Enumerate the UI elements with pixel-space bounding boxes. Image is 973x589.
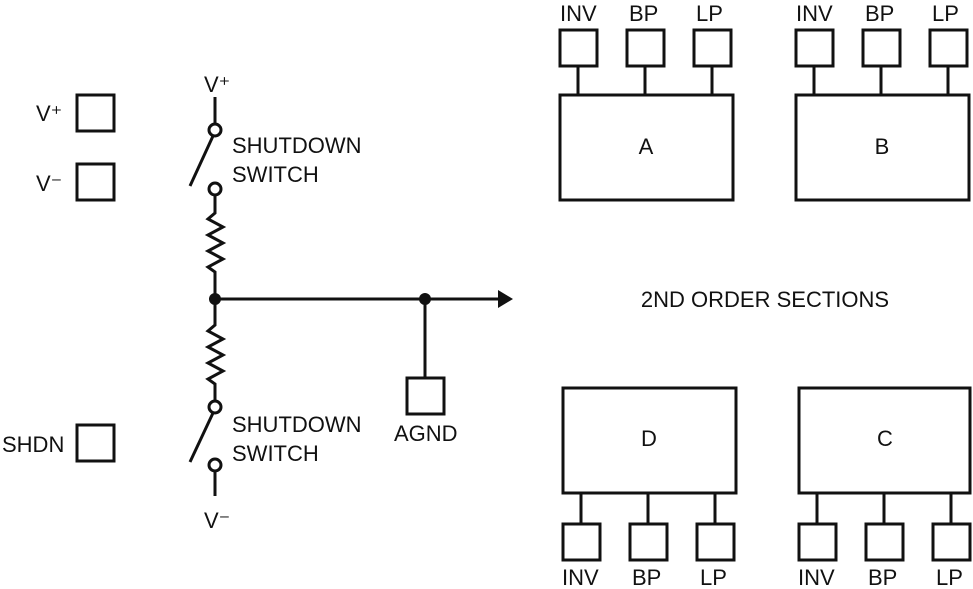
- section-d-inv-pin: [561, 522, 602, 562]
- section-b-lp-pin: [928, 28, 969, 68]
- section-b-bp-label: BP: [865, 1, 894, 26]
- section-d-name: D: [641, 426, 657, 451]
- top-rail-label: V⁺: [204, 72, 230, 97]
- section-d-lp-pin: [695, 522, 736, 562]
- vminus-pin-label: V⁻: [36, 171, 62, 196]
- section-a-bp-label: BP: [629, 1, 658, 26]
- section-d-lp-label: LP: [700, 565, 727, 589]
- shdn-pin-label: SHDN: [2, 432, 64, 457]
- section-d-inv-label: INV: [562, 565, 599, 589]
- top-switch-label-1: SHUTDOWN: [232, 133, 362, 158]
- section-a-lp-label: LP: [696, 1, 723, 26]
- section-b-inv-pin: [794, 28, 835, 68]
- section-b-name: B: [875, 134, 890, 159]
- top-resistor: [204, 195, 227, 299]
- section-a-name: A: [639, 134, 654, 159]
- section-c-bp-pin: [864, 522, 905, 562]
- agnd-label: AGND: [394, 421, 458, 446]
- top-switch-label-2: SWITCH: [232, 162, 319, 187]
- section-b-inv-label: INV: [796, 1, 833, 26]
- bottom-switch-label-2: SWITCH: [232, 441, 319, 466]
- sections-label: 2ND ORDER SECTIONS: [641, 287, 889, 312]
- top-switch-lower-contact: [207, 181, 223, 197]
- section-c-name: C: [877, 426, 893, 451]
- section-c-lp-pin: [931, 522, 972, 562]
- section-d-bp-label: BP: [632, 565, 661, 589]
- section-a-lp-pin: [692, 28, 733, 68]
- section-a: INV BP LP A: [558, 1, 735, 202]
- top-shutdown-switch: [188, 135, 215, 187]
- vminus-pin: [75, 162, 116, 202]
- section-d-bp-pin: [628, 522, 669, 562]
- section-d: D INV BP LP: [561, 386, 738, 589]
- section-b-lp-label: LP: [932, 1, 959, 26]
- section-a-inv-pin: [558, 28, 599, 68]
- bottom-rail-label: V⁻: [204, 508, 230, 533]
- section-b: INV BP LP B: [794, 1, 971, 202]
- vplus-pin-label: V⁺: [36, 101, 62, 126]
- vplus-pin: [75, 93, 116, 133]
- section-c: C INV BP LP: [797, 386, 972, 589]
- section-c-inv-pin: [797, 522, 838, 562]
- bottom-resistor: [204, 299, 227, 401]
- bottom-switch-upper-contact: [207, 399, 223, 415]
- section-c-lp-label: LP: [936, 565, 963, 589]
- top-switch-upper-contact: [207, 122, 223, 138]
- section-a-bp-pin: [625, 28, 666, 68]
- bottom-switch-lower-contact: [207, 457, 223, 473]
- section-c-bp-label: BP: [868, 565, 897, 589]
- section-a-inv-label: INV: [560, 1, 597, 26]
- output-arrow: [498, 290, 513, 308]
- agnd-pin: [405, 376, 446, 416]
- section-a-block: [558, 93, 735, 202]
- section-b-block: [794, 93, 971, 202]
- bottom-shutdown-switch: [188, 412, 215, 463]
- section-b-bp-pin: [861, 28, 902, 68]
- bottom-switch-label-1: SHUTDOWN: [232, 412, 362, 437]
- section-c-inv-label: INV: [798, 565, 835, 589]
- shdn-pin: [75, 423, 116, 463]
